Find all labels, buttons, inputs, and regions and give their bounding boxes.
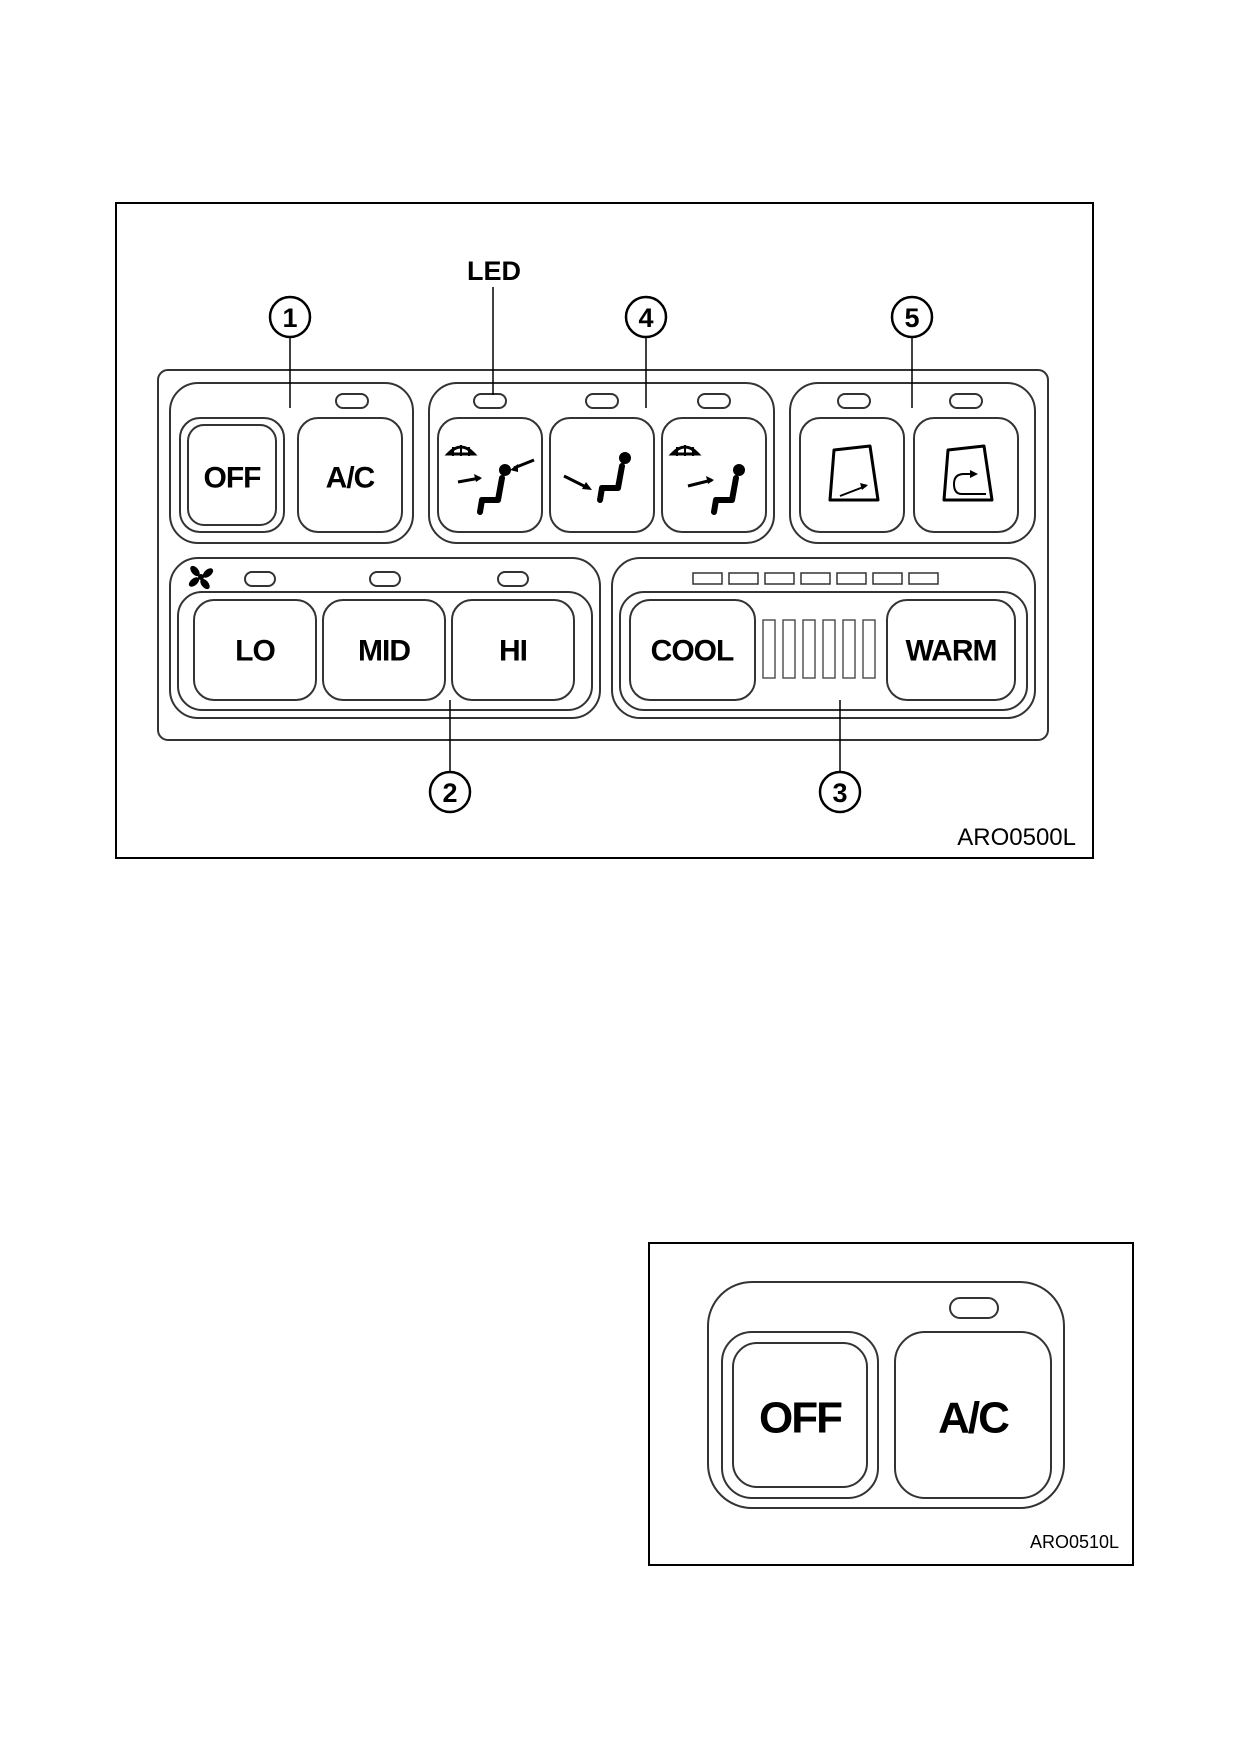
temperature-indicator-bar — [692, 572, 939, 585]
hi-button-label: HI — [499, 635, 527, 668]
ac-group-zoomed — [707, 1281, 1065, 1509]
ac-button-label: A/C — [326, 462, 375, 495]
off-button[interactable]: OFF — [179, 417, 285, 533]
ac-button-zoomed-label: A/C — [938, 1394, 1009, 1443]
warm-button-label: WARM — [906, 635, 997, 668]
callout-1: 1 — [268, 295, 312, 408]
lo-button[interactable]: LO — [193, 599, 317, 701]
svg-text:5: 5 — [904, 303, 919, 333]
svg-text:1: 1 — [282, 303, 297, 333]
warm-button[interactable]: WARM — [886, 599, 1016, 701]
figure-2-code: ARO0510L — [1030, 1532, 1119, 1552]
callout-4: 4 — [624, 295, 668, 408]
mode-led-2 — [585, 393, 619, 409]
lo-led — [244, 571, 276, 587]
callout-2: 2 — [428, 700, 472, 814]
mid-led — [369, 571, 401, 587]
mode-button-defrost-face[interactable] — [437, 417, 543, 533]
group-5-intake — [789, 382, 1036, 544]
figure-2: OFF A/C ARO0510L — [648, 1242, 1134, 1566]
ac-led-zoomed — [949, 1297, 999, 1319]
recirculation-button[interactable] — [913, 417, 1019, 533]
callout-3: 3 — [818, 700, 862, 814]
floor-vent-icon — [563, 452, 631, 503]
cool-button-label: COOL — [651, 635, 734, 668]
lo-button-label: LO — [235, 635, 275, 668]
fresh-air-button[interactable] — [799, 417, 905, 533]
figure-2-frame — [648, 1242, 1134, 1566]
mode-button-defrost-floor[interactable] — [661, 417, 767, 533]
hi-led — [497, 571, 529, 587]
group-4-mode — [428, 382, 775, 544]
off-button-zoomed[interactable]: OFF — [721, 1331, 879, 1499]
figure-1-frame — [115, 202, 1094, 859]
mid-button[interactable]: MID — [322, 599, 446, 701]
hi-button[interactable]: HI — [451, 599, 575, 701]
svg-text:4: 4 — [638, 303, 653, 333]
mode-led-1 — [473, 393, 507, 409]
cool-button[interactable]: COOL — [629, 599, 756, 701]
fan-icon — [188, 565, 214, 590]
off-button-label: OFF — [204, 462, 262, 495]
fresh-air-icon — [828, 444, 880, 502]
mode-led-3 — [697, 393, 731, 409]
figure-1-code: ARO0500L — [957, 824, 1076, 851]
off-button-zoomed-label: OFF — [759, 1394, 842, 1443]
ac-led — [335, 393, 369, 409]
temperature-scale — [762, 619, 876, 679]
mode-button-floor[interactable] — [549, 417, 655, 533]
svg-text:2: 2 — [442, 778, 457, 808]
ac-button-zoomed[interactable]: A/C — [894, 1331, 1052, 1499]
figure-1: OFF A/C — [115, 202, 1094, 859]
group-1-ac: OFF A/C — [169, 382, 414, 544]
group-2-fan: LO MID HI — [169, 557, 601, 719]
led-label: LED — [467, 256, 521, 286]
callout-5: 5 — [890, 295, 934, 408]
recirc-led — [949, 393, 983, 409]
group-3-temperature: COOL WARM — [611, 557, 1036, 719]
fresh-led — [837, 393, 871, 409]
ac-button[interactable]: A/C — [297, 417, 403, 533]
mid-button-label: MID — [358, 635, 410, 668]
defrost-floor-vent-icon — [668, 445, 745, 515]
svg-text:3: 3 — [832, 778, 847, 808]
recirculation-icon — [942, 444, 994, 502]
defrost-face-vent-icon — [444, 445, 535, 515]
